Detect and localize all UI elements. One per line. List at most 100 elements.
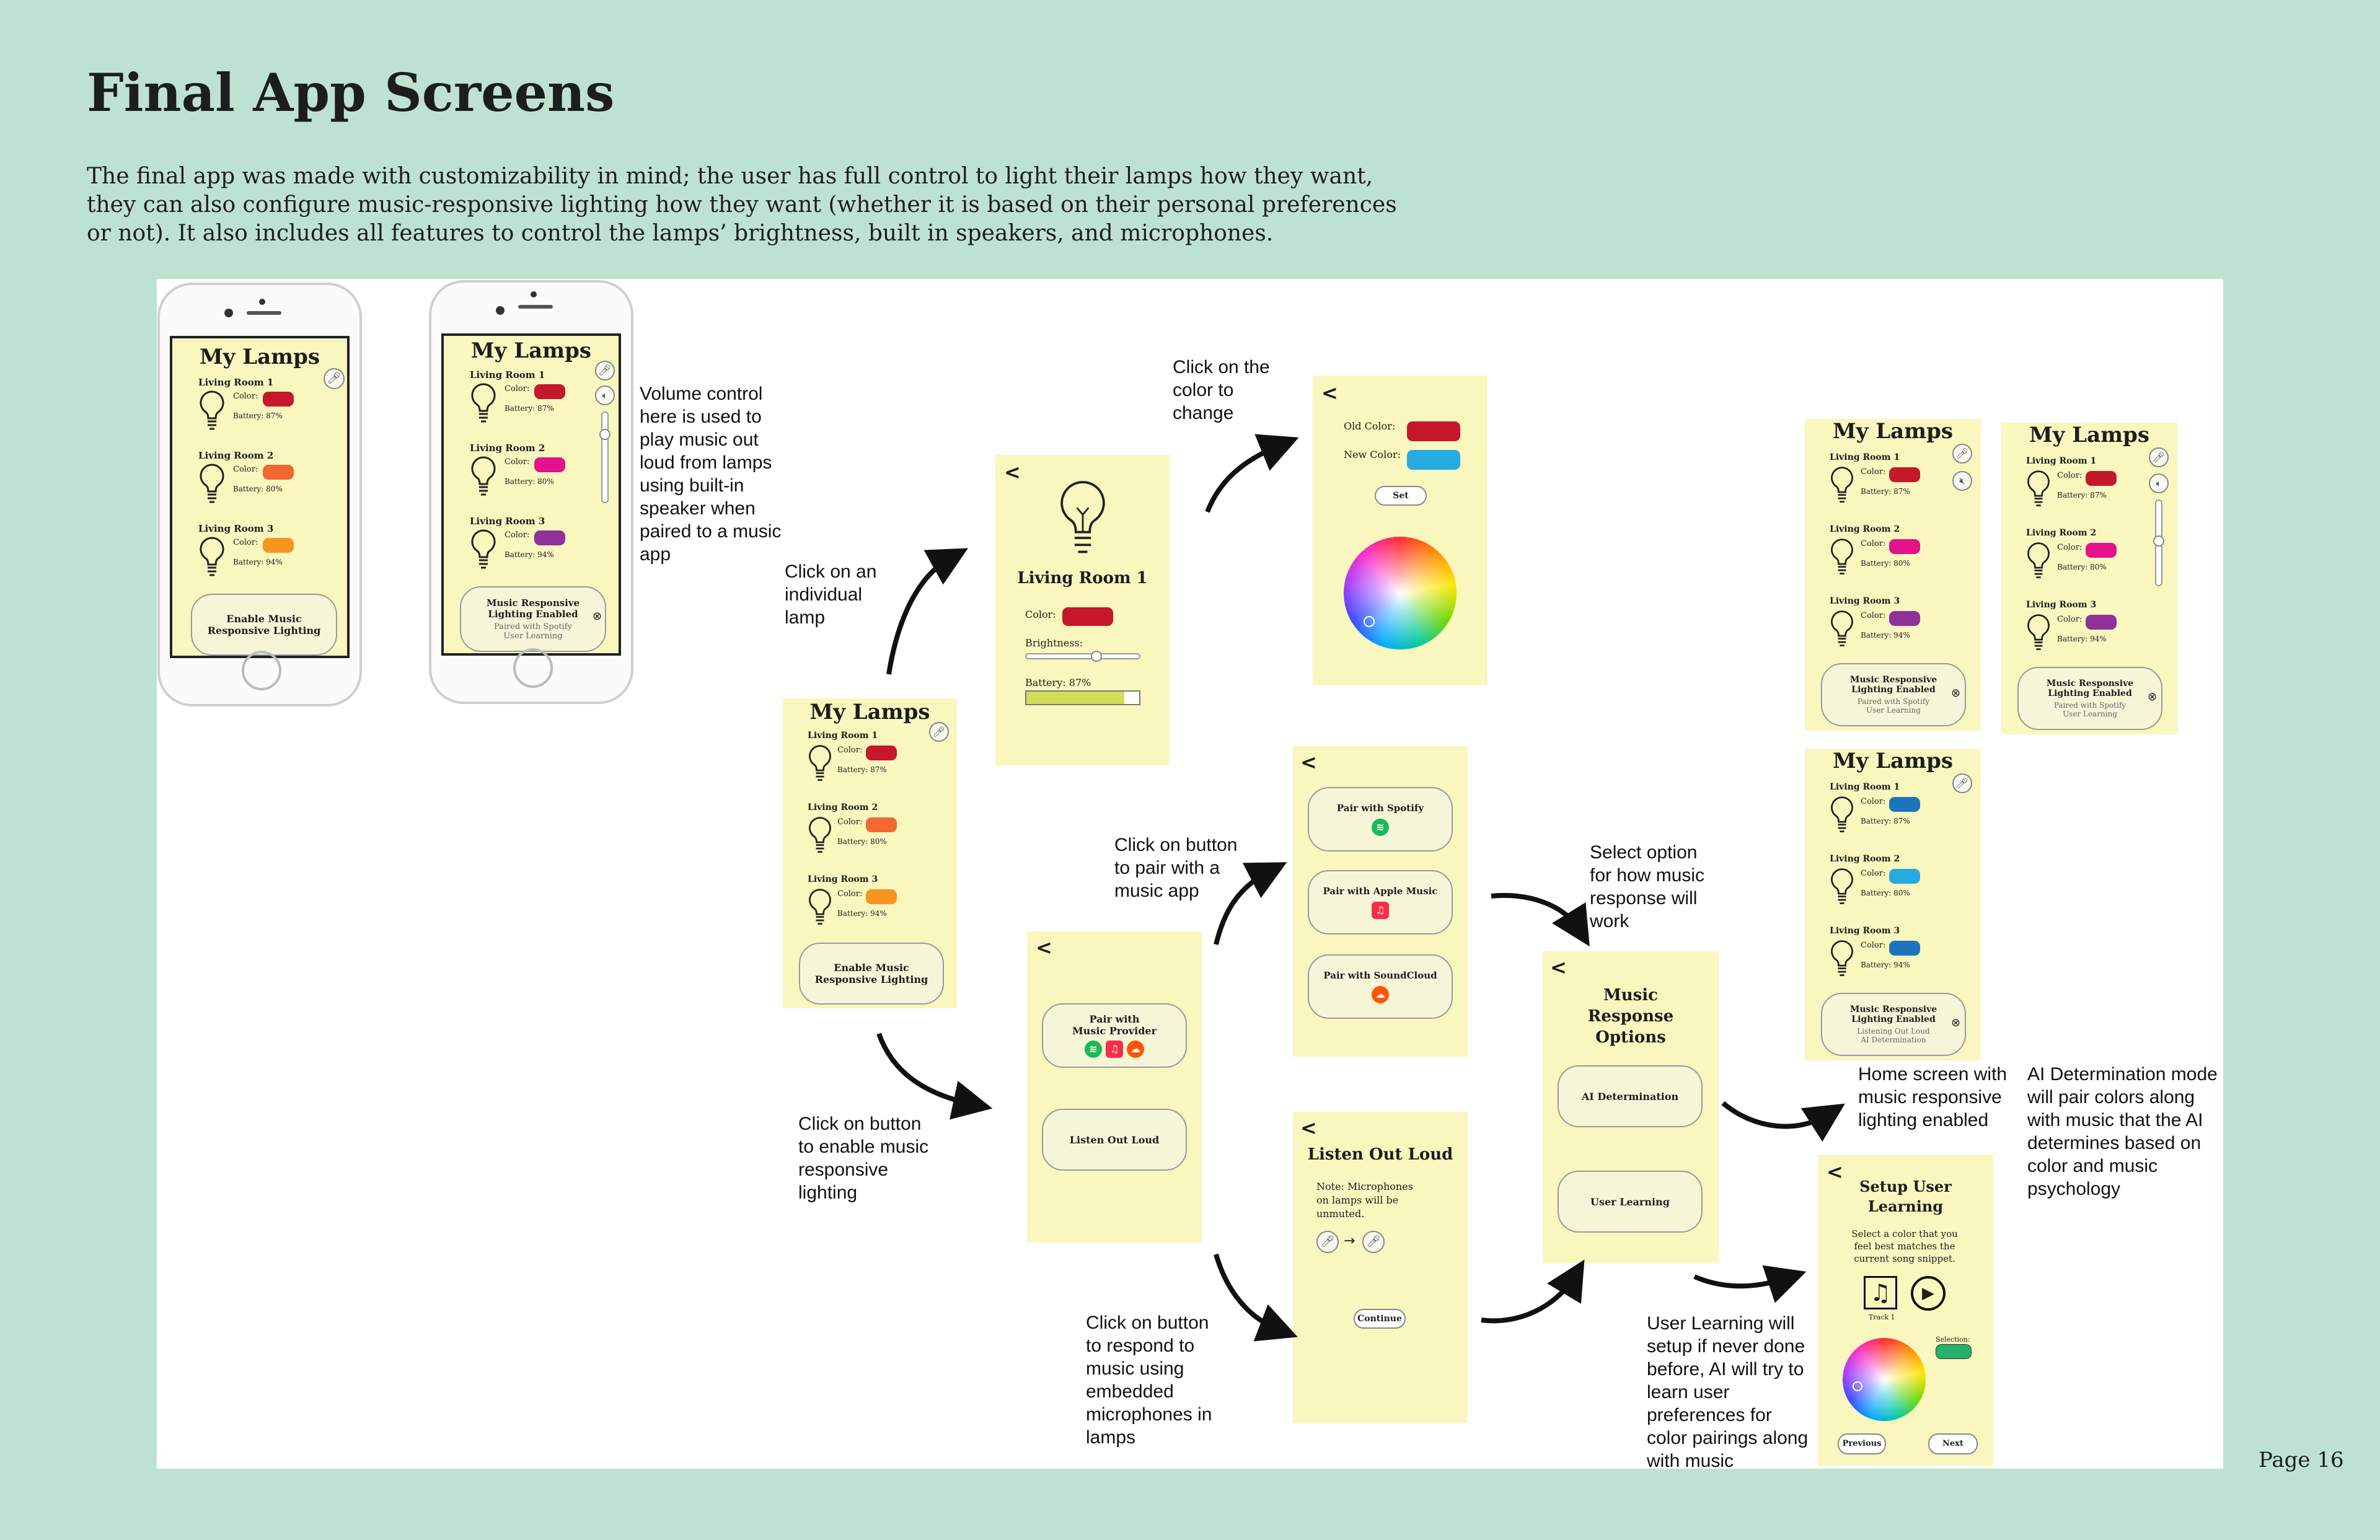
lamp-item-1[interactable]: Living Room 1 Color: Battery: 87% [2001, 455, 2177, 523]
lamp-item-1[interactable]: Living Room 1 Color: Battery: 87% [172, 376, 347, 444]
lamp-item-3[interactable]: Living Room 3 Color: Battery: 94% [783, 873, 957, 941]
lamp-item-2[interactable]: Living Room 2 Color: Battery: 80% [783, 801, 957, 869]
back-icon[interactable]: < [1321, 381, 1338, 405]
color-swatch[interactable] [263, 538, 294, 553]
back-icon[interactable]: < [1036, 936, 1052, 959]
color-swatch[interactable] [1062, 607, 1113, 626]
enable-music-button[interactable]: Enable Music Responsive Lighting [799, 943, 944, 1005]
color-swatch[interactable] [534, 530, 565, 545]
pair-soundcloud-button[interactable]: Pair with SoundCloud ☁ [1308, 954, 1453, 1019]
lamp-item-1[interactable]: Living Room 1 Color: Battery: 87% [1805, 451, 1981, 519]
color-wheel[interactable] [1843, 1338, 1926, 1421]
lamp-item-2[interactable]: Living Room 2 Color: Battery: 80% [1805, 523, 1981, 591]
lamp-item-2[interactable]: Living Room 2 Color: Battery: 80% [1805, 853, 1981, 921]
color-swatch[interactable] [1889, 797, 1920, 812]
lamp-item-1[interactable]: Living Room 1 Color: Battery: 87% [444, 368, 619, 436]
pair-apple-button[interactable]: Pair with Apple Music ♫ [1308, 870, 1453, 935]
pair-provider-button[interactable]: Pair with Music Provider ≋ ♫ ☁ [1042, 1003, 1187, 1068]
mic-muted-icon[interactable]: 🎤︎ [595, 361, 615, 381]
back-icon[interactable]: < [1827, 1160, 1843, 1184]
speaker-icon[interactable]: 🔈︎ [2149, 473, 2169, 493]
play-icon[interactable]: ▶ [1911, 1276, 1946, 1311]
ai-determination-button[interactable]: AI Determination [1558, 1065, 1703, 1127]
color-wheel[interactable] [1344, 537, 1457, 649]
color-swatch[interactable] [2086, 471, 2117, 486]
speaker-icon[interactable]: 🔈︎ [595, 385, 615, 405]
color-label: Color: [837, 746, 863, 755]
next-button[interactable]: Next [1928, 1433, 1978, 1454]
previous-button[interactable]: Previous [1838, 1433, 1886, 1454]
color-swatch[interactable] [2086, 615, 2117, 630]
music-enabled-button[interactable]: Music Responsive Lighting Enabled Paired… [2017, 667, 2162, 730]
mic-muted-icon[interactable]: 🎤︎ [1952, 444, 1972, 464]
back-icon[interactable]: < [1300, 1116, 1317, 1140]
phone-home-button[interactable] [242, 651, 281, 690]
color-swatch[interactable] [263, 465, 294, 480]
back-icon[interactable]: < [1300, 750, 1317, 774]
color-picker-screen: < Old Color: New Color: Set [1313, 376, 1488, 685]
color-swatch[interactable] [1889, 467, 1920, 482]
music-enabled-provider: Paired with Spotify [1857, 697, 1930, 706]
color-label: Color: [505, 530, 530, 540]
back-icon[interactable]: < [1550, 956, 1567, 979]
mic-muted-icon[interactable]: 🎤︎ [2149, 447, 2169, 467]
screen-title: My Lamps [1832, 419, 1954, 444]
brightness-knob[interactable] [1091, 651, 1102, 662]
color-swatch[interactable] [1889, 611, 1920, 626]
color-swatch[interactable] [1889, 869, 1920, 884]
soundcloud-icon: ☁ [1127, 1041, 1144, 1058]
close-icon[interactable]: ⊗ [1951, 687, 1961, 700]
color-swatch[interactable] [1889, 941, 1920, 956]
close-icon[interactable]: ⊗ [2148, 690, 2157, 703]
music-enabled-button[interactable]: Music Responsive Lighting Enabled Paired… [1821, 663, 1966, 726]
lamp-item-1[interactable]: Living Room 1 Color: Battery: 87% [1805, 781, 1981, 849]
lamp-item-3[interactable]: Living Room 3 Color: Battery: 94% [172, 522, 347, 590]
mic-muted-icon[interactable]: 🎤︎ [929, 722, 949, 742]
pair-spotify-label: Pair with Spotify [1336, 803, 1424, 814]
battery-label: Battery: 94% [233, 558, 283, 566]
apple-music-icon: ♫ [1106, 1041, 1123, 1058]
pair-spotify-button[interactable]: Pair with Spotify ≋ [1308, 787, 1453, 851]
color-swatch[interactable] [534, 457, 565, 472]
color-wheel-cursor[interactable] [1853, 1381, 1862, 1391]
continue-button[interactable]: Continue [1354, 1309, 1406, 1329]
set-button[interactable]: Set [1375, 486, 1427, 506]
brightness-slider[interactable] [1025, 653, 1140, 659]
enable-music-button[interactable]: Enable Music Responsive Lighting [191, 594, 337, 656]
close-icon[interactable]: ⊗ [1951, 1016, 1961, 1029]
lamp-name: Living Room 2 [470, 442, 545, 454]
lamp-name: Living Room 3 [1830, 926, 1900, 936]
color-swatch[interactable] [1889, 539, 1920, 554]
arrow-to-options-top [1491, 892, 1590, 947]
lamp-item-3[interactable]: Living Room 3 Color: Battery: 94% [1805, 595, 1981, 663]
lamp-item-3[interactable]: Living Room 3 Color: Battery: 94% [1805, 925, 1981, 993]
color-swatch[interactable] [263, 392, 294, 407]
color-swatch[interactable] [2086, 543, 2117, 558]
lamp-item-1[interactable]: Living Room 1 Color: Battery: 87% [783, 729, 957, 798]
lamp-item-3[interactable]: Living Room 3 Color: Battery: 94% [2001, 599, 2177, 667]
speaker-muted-icon[interactable]: 🔇︎ [1952, 471, 1972, 491]
lamp-item-2[interactable]: Living Room 2 Color: Battery: 80% [444, 441, 619, 509]
lamp-item-3[interactable]: Living Room 3 Color: Battery: 94% [444, 514, 619, 583]
color-swatch[interactable] [866, 889, 897, 904]
lamp-item-2[interactable]: Living Room 2 Color: Battery: 80% [172, 449, 347, 517]
listen-out-loud-button[interactable]: Listen Out Loud [1042, 1109, 1187, 1171]
phone-home-button[interactable] [513, 648, 553, 688]
volume-knob[interactable] [2153, 535, 2164, 547]
music-enabled-button[interactable]: Music Responsive Lighting Enabled Listen… [1821, 993, 1966, 1056]
volume-knob[interactable] [599, 429, 610, 440]
mic-muted-icon[interactable]: 🎤︎ [324, 368, 345, 389]
color-wheel-cursor[interactable] [1364, 616, 1375, 627]
bulb-icon [809, 889, 831, 925]
battery-label: Battery: 87% [505, 404, 554, 413]
user-learning-button[interactable]: User Learning [1558, 1171, 1703, 1233]
close-icon[interactable]: ⊗ [593, 610, 602, 623]
mic-unmuted-icon[interactable]: 🎤︎ [1952, 773, 1972, 793]
color-swatch[interactable] [866, 817, 897, 832]
color-swatch[interactable] [534, 384, 565, 399]
bulb-icon [1831, 940, 1853, 977]
lamp-item-2[interactable]: Living Room 2 Color: Battery: 80% [2001, 527, 2177, 595]
back-icon[interactable]: < [1004, 460, 1021, 484]
color-swatch[interactable] [866, 746, 897, 760]
music-enabled-button[interactable]: Music Responsive Lighting Enabled Paired… [460, 586, 606, 652]
